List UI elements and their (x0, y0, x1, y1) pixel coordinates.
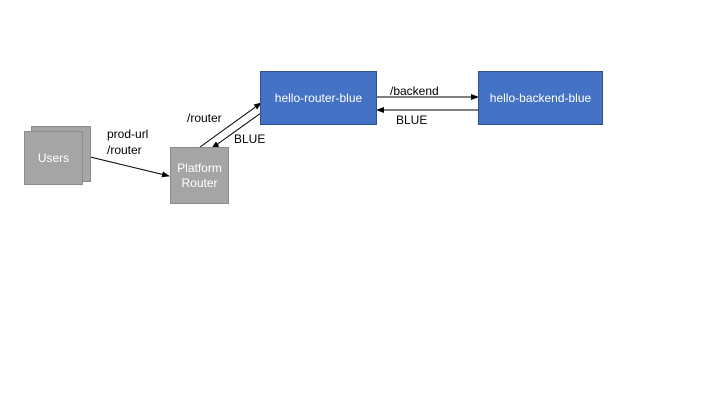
edge-label-platform-to-router: /router (187, 111, 222, 125)
edge-label-backend-response: BLUE (396, 113, 428, 127)
hello-backend-blue-box: hello-backend-blue (478, 71, 603, 125)
hello-router-blue-box: hello-router-blue (260, 71, 377, 125)
edge-label-users-router-path: /router (107, 143, 142, 157)
edge-label-backend-path: /backend (390, 84, 439, 98)
platform-router-label-line1: Platform (177, 160, 222, 175)
hello-backend-blue-label: hello-backend-blue (489, 90, 592, 105)
platform-router-label-line2: Router (181, 175, 218, 190)
hello-router-blue-label: hello-router-blue (274, 90, 363, 105)
platform-router-box: Platform Router (170, 147, 229, 204)
arrow-users-to-platform (81, 154, 170, 178)
users-box: Users (24, 131, 83, 185)
edge-label-prod-url: prod-url (107, 127, 149, 141)
edge-label-router-to-platform: BLUE (234, 132, 266, 146)
users-label: Users (37, 150, 70, 165)
